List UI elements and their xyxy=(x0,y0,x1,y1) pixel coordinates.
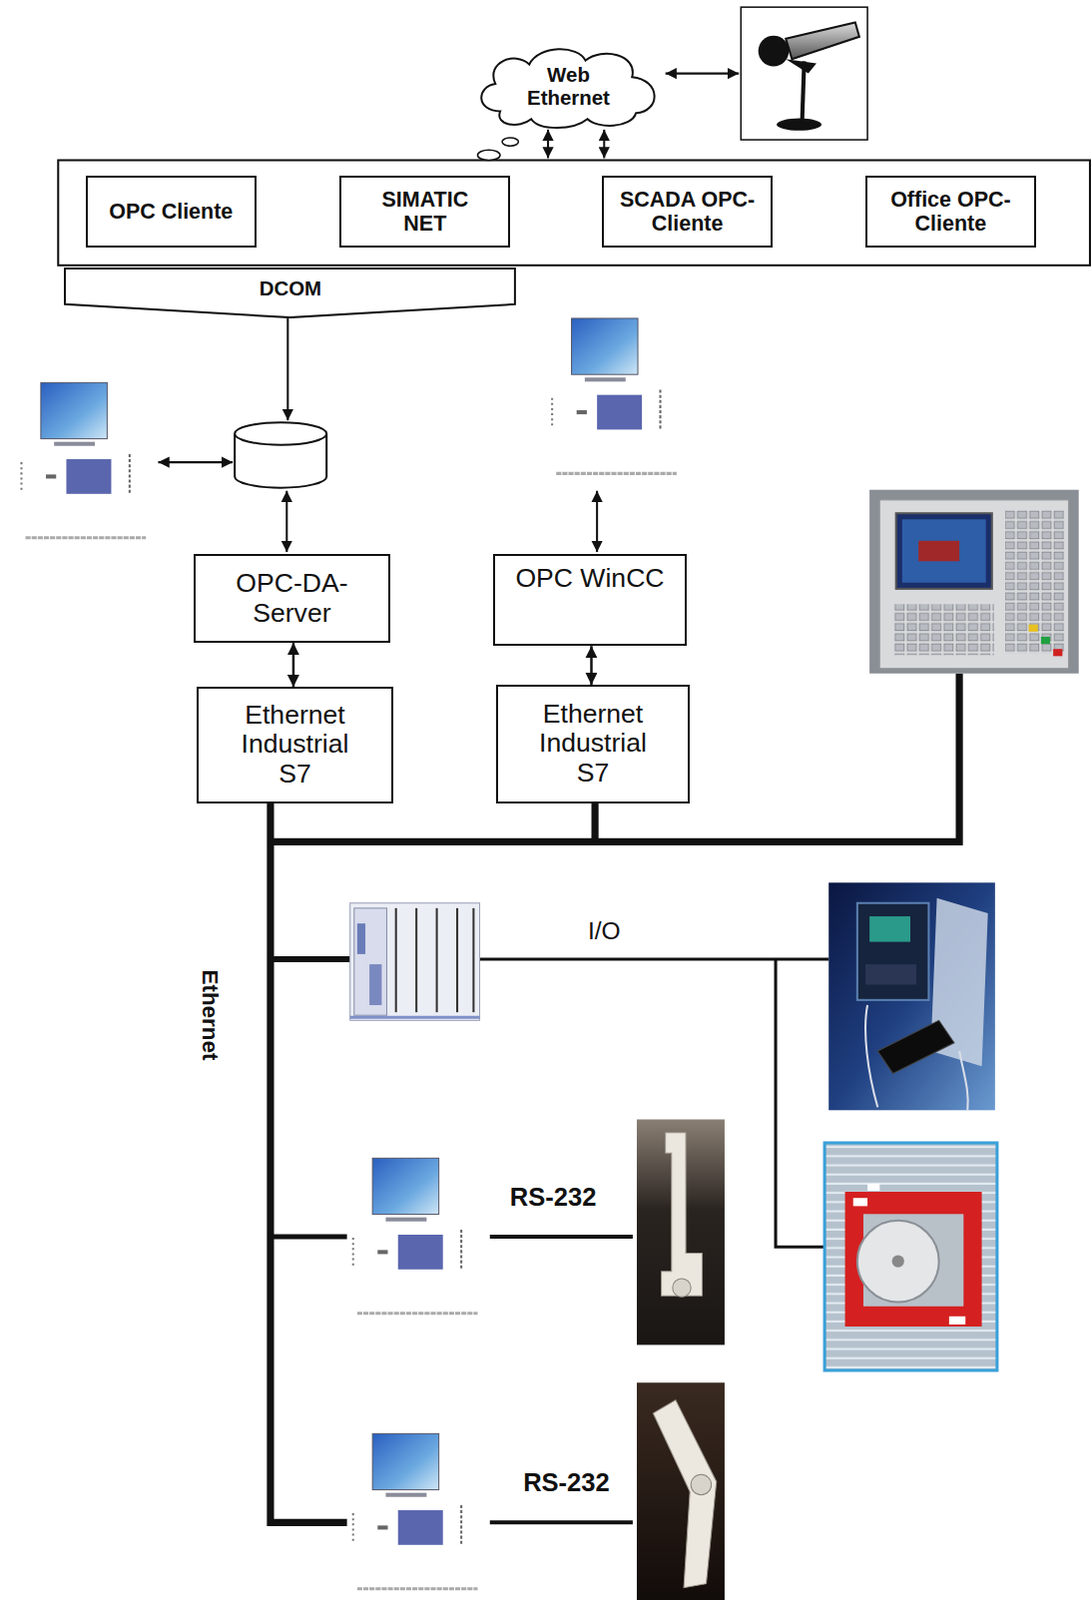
bus-label: Ethernet xyxy=(196,970,223,1062)
dcom-bracket: DCOM xyxy=(63,267,517,319)
node-text: SCADA OPC-Cliente xyxy=(611,187,763,236)
io-label: I/O xyxy=(587,917,621,946)
robot-cell-photo xyxy=(824,1142,998,1371)
drive-photo xyxy=(828,882,996,1110)
client-box: SCADA OPC-Cliente xyxy=(601,175,773,249)
interface-box: Ethernet Industrial S7 xyxy=(496,684,690,804)
node-text: Ethernet Industrial S7 xyxy=(524,699,662,789)
connector-arrow xyxy=(589,645,593,685)
server-box: OPC-DA-Server xyxy=(193,553,390,643)
interface-label: RS-232 xyxy=(510,1182,597,1212)
plc-rack xyxy=(350,903,481,1022)
node-text: OPC-DA-Server xyxy=(210,568,375,629)
connector-arrow xyxy=(292,642,296,687)
network-cloud: Web Ethernet xyxy=(471,42,665,131)
client-box: Office OPC-Cliente xyxy=(865,175,1037,249)
node-text: DCOM xyxy=(259,277,322,301)
server-box: OPC WinCC xyxy=(493,553,687,646)
node-text: Ethernet Industrial S7 xyxy=(225,700,364,790)
database-cylinder xyxy=(234,422,327,488)
node-text: Web Ethernet xyxy=(520,63,617,110)
client-box: SIMATIC NET xyxy=(339,175,511,249)
computer xyxy=(353,1157,479,1313)
node-text: OPC Cliente xyxy=(108,199,233,224)
client-box: OPC Cliente xyxy=(85,175,257,249)
cloud-path xyxy=(482,48,655,128)
hmi-panel-photo xyxy=(869,490,1080,674)
interface-box: Ethernet Industrial S7 xyxy=(196,686,393,804)
robot-arm-photo xyxy=(636,1382,725,1600)
node-text: SIMATIC NET xyxy=(374,187,477,236)
node-text: Office OPC-Cliente xyxy=(875,187,1027,236)
webcam-picture xyxy=(740,6,868,140)
computer xyxy=(353,1433,479,1589)
computer xyxy=(20,382,146,538)
thought-bubbles xyxy=(477,137,519,160)
computer xyxy=(551,318,677,474)
node-text: OPC WinCC xyxy=(515,563,664,594)
client-band xyxy=(57,160,1091,266)
interface-label: RS-232 xyxy=(523,1467,610,1497)
robot-arm-photo xyxy=(636,1118,725,1345)
bracket-path xyxy=(64,268,516,318)
